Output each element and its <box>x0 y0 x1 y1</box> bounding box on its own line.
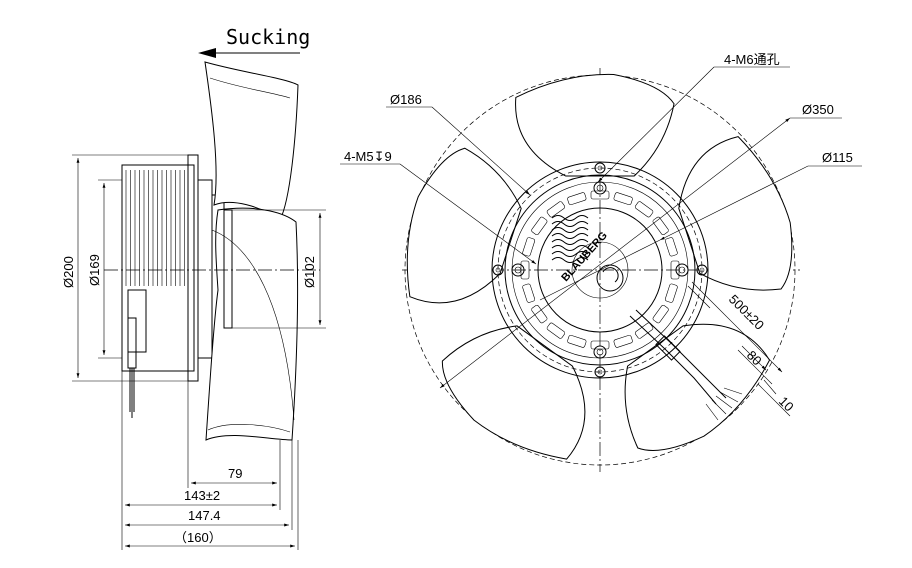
dim-depth-4: （160） <box>174 530 222 545</box>
dim-diameter-motor: Ø169 <box>87 254 102 286</box>
dimension-motor-diameter: Ø169 <box>87 179 122 359</box>
callout-threaded-holes: 4-M5↧9 <box>340 149 537 265</box>
callout-blade-diameter-label: Ø350 <box>802 102 834 117</box>
dimension-hub-diameter: Ø102 <box>232 209 326 329</box>
wire-strip-label: 10 <box>776 394 797 415</box>
callout-hub-diameter: Ø115 <box>539 150 862 301</box>
motor-body <box>121 154 225 382</box>
front-view: BLAUBERG 500±20 80 10 <box>340 52 862 472</box>
callout-blade-diameter: Ø350 <box>439 102 842 389</box>
fan-blades-side <box>204 61 299 441</box>
callout-pcd-label: Ø186 <box>390 92 422 107</box>
callout-hub-diameter-label: Ø115 <box>822 150 853 165</box>
dim-diameter-outer: Ø200 <box>61 256 76 288</box>
dimension-wire-strip: 10 <box>757 379 797 417</box>
dim-depth-1: 79 <box>228 466 242 481</box>
flow-direction-indicator: Sucking <box>198 25 310 58</box>
dimension-outer-diameter: Ø200 <box>61 154 188 382</box>
cable-gland <box>127 317 137 418</box>
fan-blade <box>515 73 675 177</box>
dim-depth-3: 147.4 <box>188 508 221 523</box>
blade-swept-circle <box>404 74 796 466</box>
dimension-depths: 79 143±2 147.4 （160） <box>121 371 299 550</box>
cable-length-label: 500±20 <box>726 292 767 333</box>
flow-direction-label: Sucking <box>226 25 310 49</box>
callout-mount-holes-label: 4-M6通孔 <box>724 52 780 67</box>
fan-blade <box>441 325 586 460</box>
fan-blade <box>624 323 771 451</box>
hub-side <box>223 209 233 329</box>
fan-blade <box>678 136 793 291</box>
rotor-center <box>596 264 624 292</box>
side-view: Ø200 Ø169 Ø102 79 143±2 147.4 <box>61 61 326 550</box>
fan-blades-front <box>406 73 793 460</box>
callout-threaded-holes-label: 4-M5↧9 <box>344 149 392 164</box>
flow-arrow-icon <box>198 48 216 58</box>
dim-depth-2: 143±2 <box>184 488 220 503</box>
dim-diameter-hub: Ø102 <box>302 256 317 288</box>
